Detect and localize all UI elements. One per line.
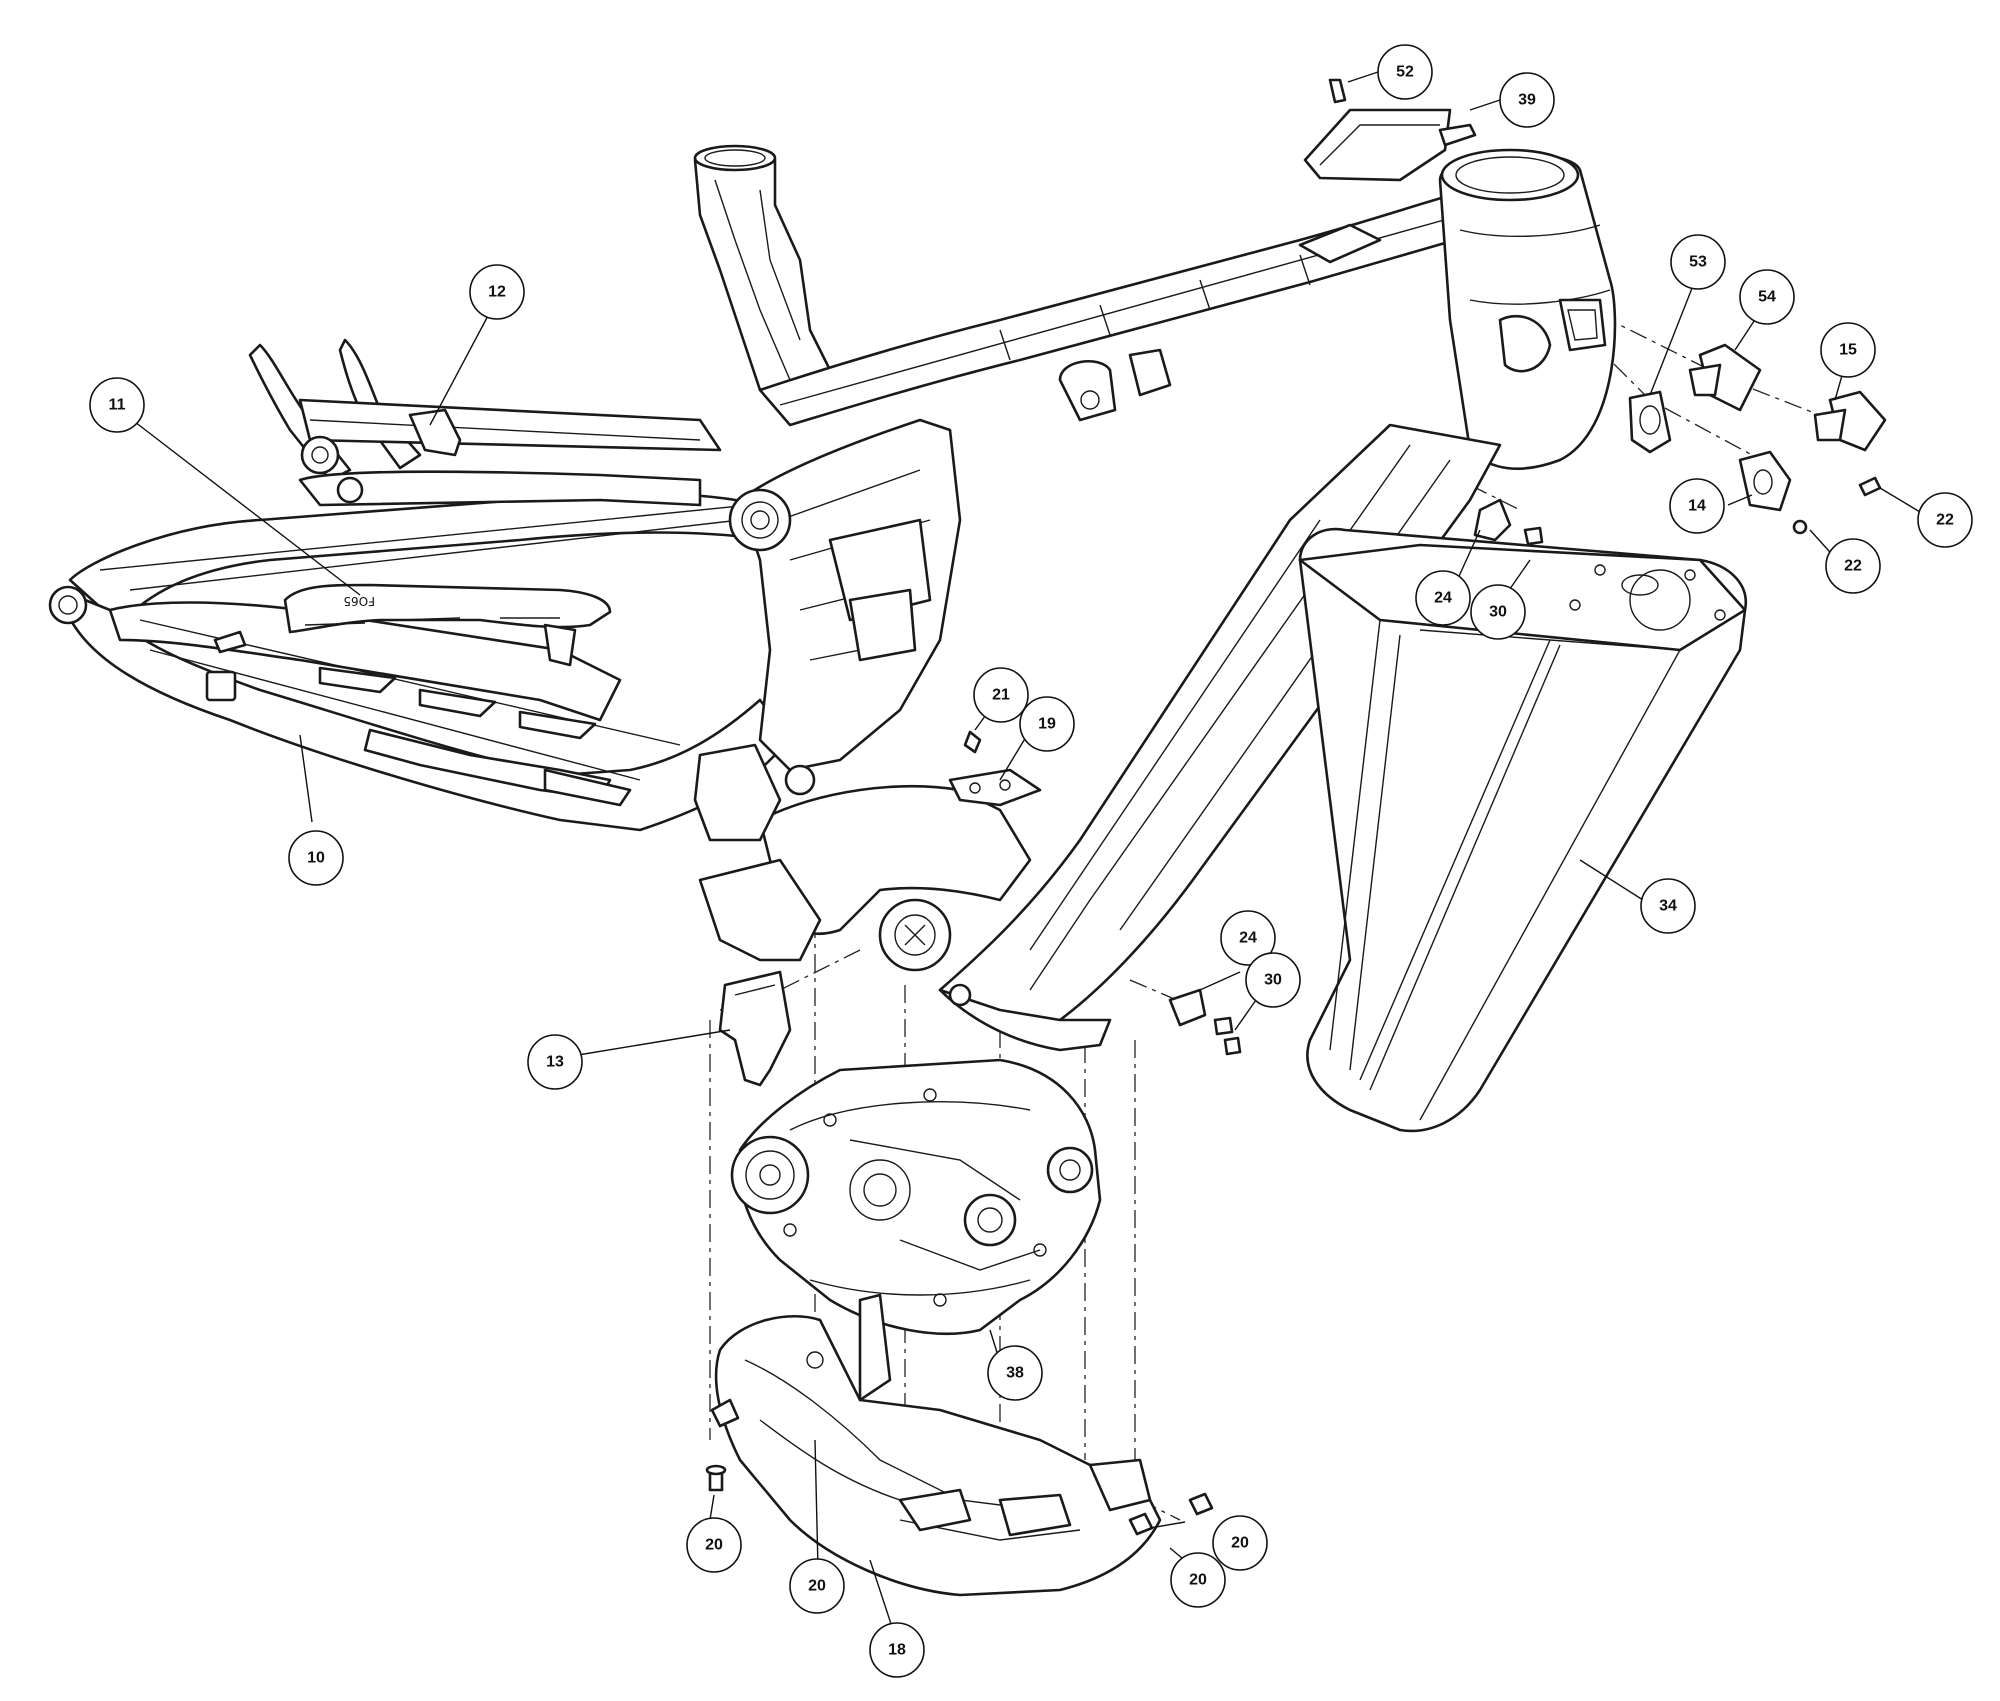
callout-24-upper[interactable]: 24	[1415, 570, 1471, 626]
svg-text:30: 30	[1264, 972, 1282, 989]
callout-30-lower[interactable]: 30	[1245, 952, 1301, 1008]
seatstay-protector-part-12	[408, 408, 462, 457]
callout-11[interactable]: 11	[89, 377, 145, 433]
svg-text:20: 20	[705, 1537, 723, 1554]
svg-text:18: 18	[888, 1642, 906, 1659]
chain-guard-part-11: FO65	[283, 583, 612, 667]
cable-guide-part-19	[948, 768, 1042, 807]
svg-text:11: 11	[109, 397, 126, 414]
grommet-part-53	[1628, 390, 1672, 454]
callout-30-upper[interactable]: 30	[1470, 584, 1526, 640]
guard-marking: FO65	[343, 594, 375, 608]
cover-part-24	[1168, 498, 1512, 1027]
callout-34[interactable]: 34	[1640, 878, 1696, 934]
callout-13[interactable]: 13	[527, 1034, 583, 1090]
callout-10[interactable]: 10	[288, 830, 344, 886]
svg-text:21: 21	[992, 687, 1010, 704]
grommet-part-14	[1738, 450, 1792, 512]
svg-text:19: 19	[1038, 716, 1056, 733]
swingarm-part-10	[48, 338, 792, 832]
svg-text:14: 14	[1688, 498, 1706, 515]
callout-20-bottom[interactable]: 20	[1170, 1552, 1226, 1608]
motor-part-38	[730, 1058, 1102, 1336]
svg-text:20: 20	[1189, 1572, 1207, 1589]
callout-38[interactable]: 38	[987, 1345, 1043, 1401]
callout-18[interactable]: 18	[869, 1622, 925, 1678]
callout-39[interactable]: 39	[1499, 72, 1555, 128]
callout-20-right[interactable]: 20	[1212, 1515, 1268, 1571]
svg-text:22: 22	[1936, 512, 1954, 529]
dropout-part-13	[718, 970, 792, 1087]
svg-text:24: 24	[1239, 930, 1257, 947]
svg-text:53: 53	[1689, 254, 1707, 271]
callout-19[interactable]: 19	[1019, 696, 1075, 752]
svg-text:54: 54	[1758, 289, 1776, 306]
svg-text:12: 12	[488, 284, 506, 301]
callout-12[interactable]: 12	[469, 264, 525, 320]
svg-text:30: 30	[1489, 604, 1507, 621]
svg-text:10: 10	[307, 850, 325, 867]
svg-text:52: 52	[1396, 64, 1414, 81]
svg-text:22: 22	[1844, 558, 1862, 575]
callout-53[interactable]: 53	[1670, 234, 1726, 290]
callout-20-left[interactable]: 20	[686, 1517, 742, 1573]
callout-52[interactable]: 52	[1377, 44, 1433, 100]
callout-54[interactable]: 54	[1739, 269, 1795, 325]
cable-port-part-39	[1303, 108, 1477, 182]
svg-text:20: 20	[1231, 1535, 1249, 1552]
svg-text:39: 39	[1518, 92, 1536, 109]
svg-text:13: 13	[546, 1054, 564, 1071]
grommet-part-54	[1688, 343, 1762, 412]
callout-22-lower[interactable]: 22	[1825, 538, 1881, 594]
callout-14[interactable]: 14	[1669, 478, 1725, 534]
svg-text:34: 34	[1659, 898, 1677, 915]
callout-21[interactable]: 21	[973, 667, 1029, 723]
screw-part-22	[1792, 476, 1882, 535]
screw-part-52	[1328, 78, 1347, 104]
svg-text:20: 20	[808, 1578, 826, 1595]
screw-part-21	[963, 730, 982, 754]
callouts: 52 39 12 11 53 54 15 14 22 22 24 30 21 1…	[89, 44, 1973, 1678]
callout-22-upper[interactable]: 22	[1917, 492, 1973, 548]
svg-text:38: 38	[1006, 1365, 1024, 1382]
battery-part-34	[1298, 527, 1748, 1133]
callout-24-lower[interactable]: 24	[1220, 910, 1276, 966]
skid-plate-part-18	[710, 1293, 1162, 1597]
svg-text:24: 24	[1434, 590, 1452, 607]
grommet-part-15	[1813, 390, 1887, 452]
callout-15[interactable]: 15	[1820, 322, 1876, 378]
callout-20-center[interactable]: 20	[789, 1558, 845, 1614]
svg-text:15: 15	[1839, 342, 1857, 359]
